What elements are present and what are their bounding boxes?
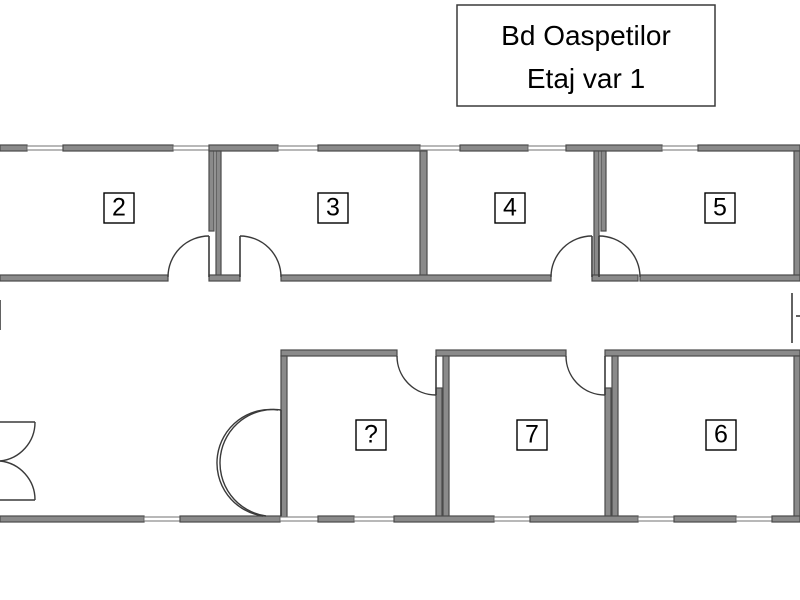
title-line-2: Etaj var 1	[527, 63, 645, 94]
top-exterior-wall	[0, 144, 800, 152]
bottom-room-partitions	[280, 355, 800, 519]
window	[143, 516, 181, 522]
room-label-7: 7	[516, 419, 548, 451]
room-label-unknown: ?	[355, 419, 387, 451]
svg-text:5: 5	[713, 194, 727, 222]
window	[26, 145, 64, 151]
svg-text:6: 6	[714, 421, 728, 449]
title-line-1: Bd Oaspetilor	[501, 20, 671, 51]
window	[419, 145, 461, 151]
door-room-3	[239, 235, 282, 278]
title-block: Bd Oaspetilor Etaj var 1	[456, 4, 716, 107]
svg-text:7: 7	[525, 421, 539, 449]
door-room-unknown-side	[216, 408, 282, 517]
svg-text:2: 2	[112, 194, 126, 222]
window	[527, 145, 567, 151]
window	[353, 516, 395, 522]
svg-text:3: 3	[326, 194, 340, 222]
entrance-double-door	[0, 300, 36, 501]
door-room-unknown	[396, 355, 437, 396]
room-label-5: 5	[704, 192, 736, 224]
door-room-4	[550, 235, 593, 278]
door-room-2	[167, 235, 210, 278]
window	[277, 145, 319, 151]
room-label-3: 3	[317, 192, 349, 224]
window	[735, 516, 773, 522]
title-frame	[456, 4, 716, 107]
window	[637, 516, 675, 522]
room-label-6: 6	[705, 419, 737, 451]
door-room-7	[565, 355, 606, 396]
right-corridor-opening	[791, 293, 800, 343]
room-label-4: 4	[494, 192, 526, 224]
window	[279, 516, 319, 522]
svg-text:?: ?	[364, 421, 378, 449]
door-room-5	[598, 235, 641, 278]
top-corridor-wall	[0, 274, 800, 282]
bottom-exterior-wall	[0, 515, 800, 523]
window	[493, 516, 531, 522]
room-label-2: 2	[103, 192, 135, 224]
bottom-corridor-wall	[280, 349, 800, 357]
window	[661, 145, 699, 151]
window	[172, 145, 210, 151]
svg-text:4: 4	[503, 194, 517, 222]
